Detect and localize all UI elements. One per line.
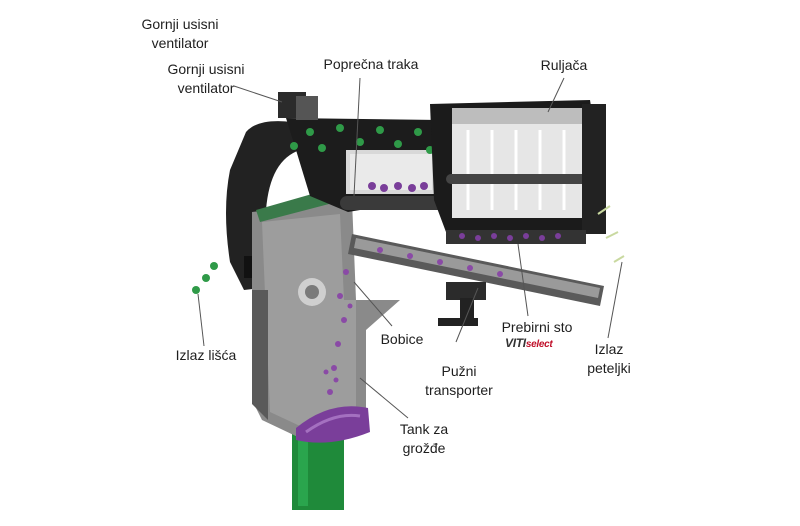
label-stem-outlet: Izlaz peteljki [587,341,631,376]
sorting-table [446,230,586,244]
label-top-fan-1: Gornji usisni ventilator [141,16,219,51]
label-destemmer: Ruljača [540,57,588,73]
cross-belt [340,196,452,210]
leaves [290,124,434,154]
destemmer-paddles [466,130,566,210]
label-grape-tank: Tank za grožđe [399,421,449,456]
label-sorting-table: Prebirni sto [501,319,573,335]
falling-berries [323,269,353,395]
label-cross-belt: Poprečna traka [323,56,419,72]
vitiselect-logo: VITIselect [505,336,553,350]
suction-duct [226,121,300,290]
label-leaf-outlet: Izlaz lišća [175,347,237,363]
leader-lines [197,77,623,419]
destemmer-shaft [446,174,596,184]
label-berries: Bobice [380,331,424,347]
label-screw-conveyor: Pužni transporter [425,363,493,398]
label-top-fan-2: Gornji usisni ventilator [167,61,245,96]
